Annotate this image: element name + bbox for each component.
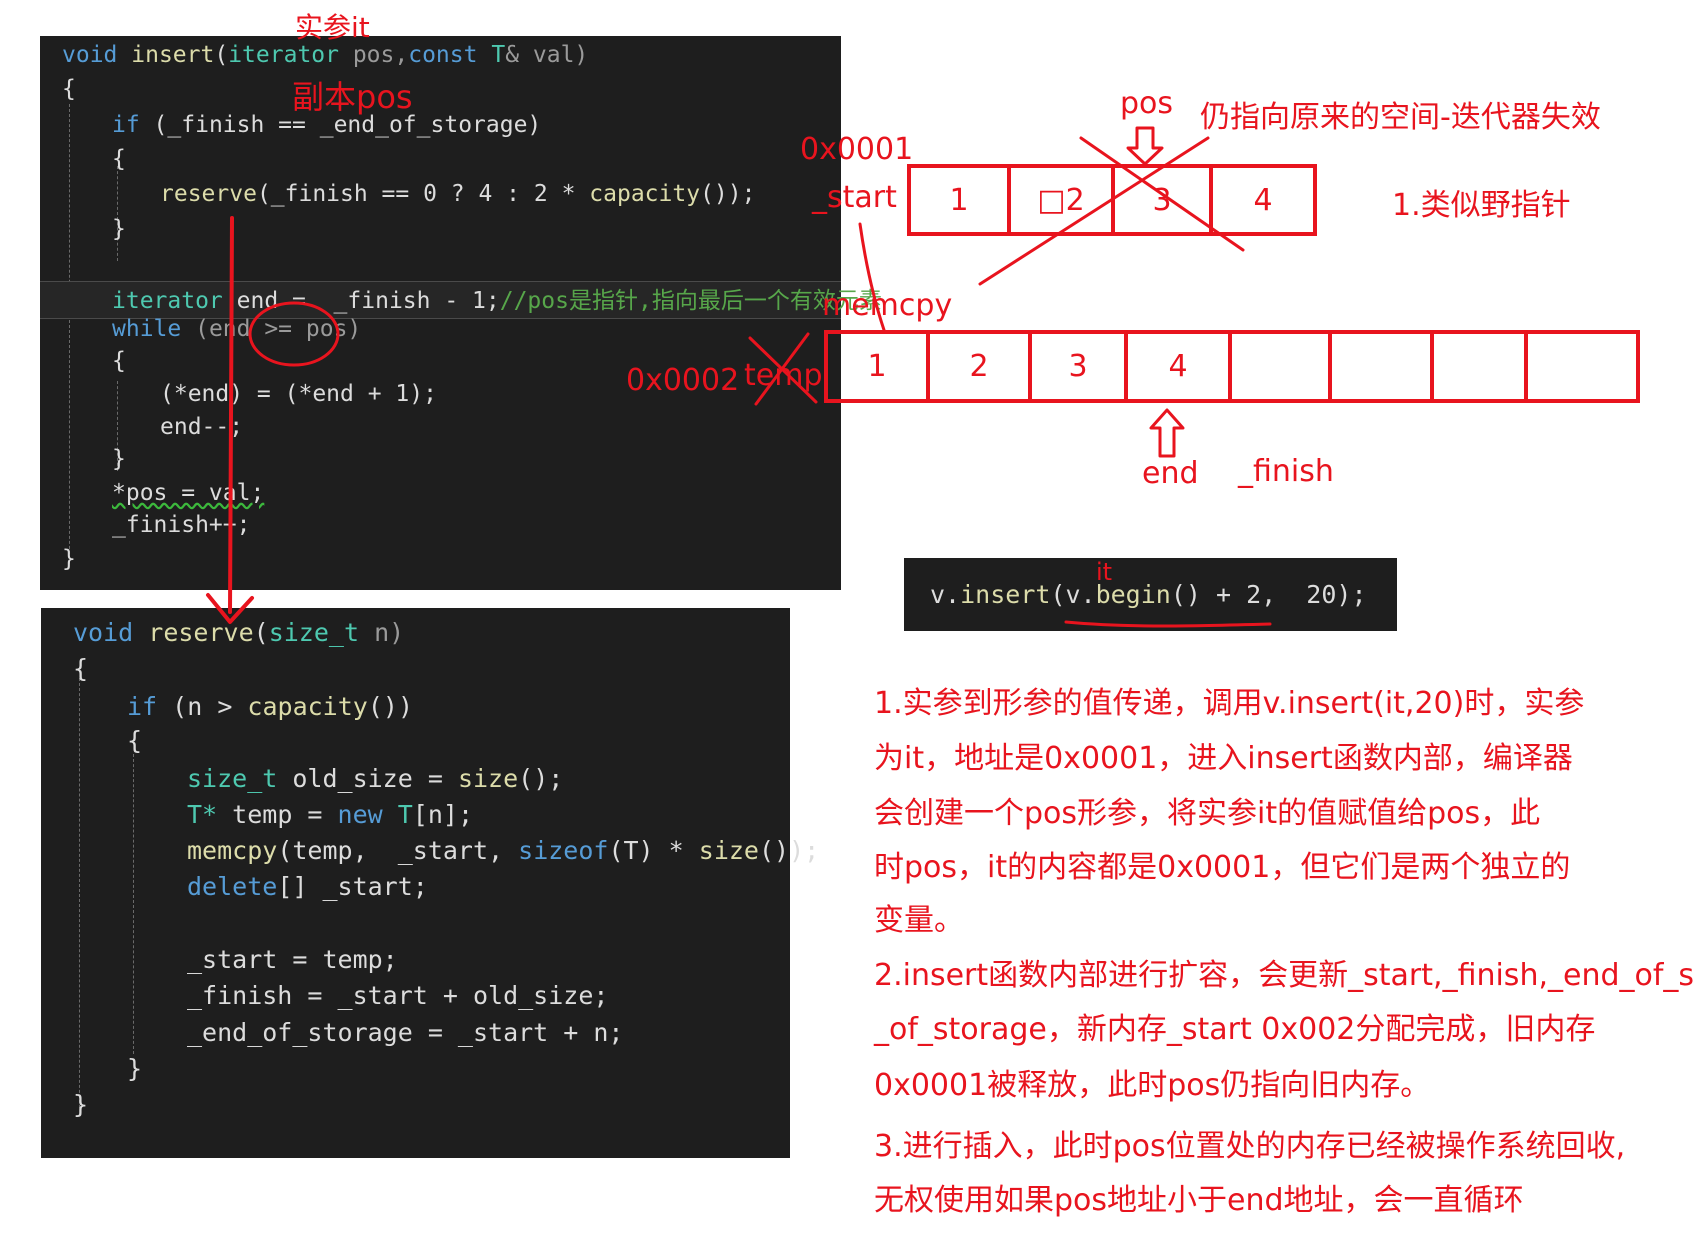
reserve-code-panel: void reserve(size_t n) { if (n > capacit…: [41, 608, 819, 1158]
label-memcpy: memcpy: [822, 288, 953, 323]
note-line: 0x0001被释放，此时pos仍指向旧内存。: [874, 1068, 1431, 1103]
label-finish: _finish: [1238, 454, 1334, 489]
end-arrow: [1149, 408, 1185, 458]
label-pos: pos: [1120, 86, 1174, 121]
insert-brace4: }: [112, 446, 126, 472]
label-temp: temp: [744, 358, 823, 393]
reserve-brace-open: {: [73, 654, 89, 683]
insert-reserve-call: reserve(_finish == 0 ? 4 : 2 * capacity(…: [160, 181, 756, 207]
note-line: 变量。: [874, 903, 964, 938]
reserve-eos-assign: _end_of_storage = _start + n;: [187, 1018, 624, 1047]
new-cell: 3: [1028, 330, 1128, 403]
reserve-finish-assign: _finish = _start + old_size;: [187, 981, 609, 1010]
label-start: _start: [812, 180, 897, 215]
reserve-new-temp: T* temp = new T[n];: [187, 800, 474, 829]
insert-signature: void insert(iterator pos,const T& val): [62, 42, 589, 68]
note-line: 会创建一个pos形参，将实参it的值赋值给pos，此: [874, 796, 1541, 831]
reserve-brace2: }: [127, 1054, 143, 1083]
new-cell: [1524, 330, 1640, 403]
label-end: end: [1142, 456, 1199, 491]
call-line: v.insert(v.begin() + 2, 20);: [930, 580, 1367, 609]
reserve-start-assign: _start = temp;: [187, 945, 398, 974]
insert-finish-inc: _finish++;: [112, 512, 251, 538]
old-cell: 3: [1111, 164, 1213, 236]
note-line: 1.实参到形参的值传递，调用v.insert(it,20)时，实参: [874, 686, 1585, 721]
reserve-delete: delete[] _start;: [187, 872, 428, 901]
reserve-old-size: size_t old_size = size();: [187, 764, 564, 793]
new-cell: [1228, 330, 1332, 403]
note-line: 时pos，it的内容都是0x0001，但它们是两个独立的: [874, 850, 1571, 885]
insert-brace-open: {: [62, 76, 76, 102]
label-wild-pointer: 1.类似野指针: [1392, 188, 1571, 223]
new-cell: [1328, 330, 1434, 403]
insert-assign-line: (*end) = (*end + 1);: [160, 381, 437, 407]
insert-brace1: {: [112, 146, 126, 172]
new-cell: 1: [824, 330, 930, 403]
old-cell: 4: [1209, 164, 1317, 236]
reserve-memcpy: memcpy(temp, _start, sizeof(T) * size())…: [187, 836, 820, 865]
insert-brace-close: }: [62, 546, 76, 572]
label-copy-pos: 副本pos: [292, 78, 413, 116]
new-cell: 2: [926, 330, 1032, 403]
insert-iterator-line: iterator end = _finish - 1;//pos是指针,指向最后…: [112, 288, 882, 314]
note-line: 为it，地址是0x0001，进入insert函数内部，编译器: [874, 741, 1573, 776]
reserve-brace1: {: [127, 726, 143, 755]
insert-while-line: while (end >= pos): [112, 316, 362, 342]
reserve-brace-close: }: [73, 1090, 89, 1119]
note-line: 无权使用如果pos地址小于end地址，会一直循环: [874, 1183, 1524, 1218]
label-addr1: 0x0001: [800, 132, 914, 167]
insert-pos-assign: *pos = val;: [112, 480, 265, 506]
note-line: _of_storage，新内存_start 0x002分配完成，旧内存: [874, 1012, 1596, 1047]
label-it: it: [1096, 558, 1113, 586]
label-actual-it: 实参it: [295, 11, 370, 44]
note-line: 2.insert函数内部进行扩容，会更新_start,_finish,_end_…: [874, 958, 1694, 993]
insert-decrement-line: end--;: [160, 414, 244, 440]
insert-if-line: if (_finish == _end_of_storage): [112, 112, 542, 138]
insert-code-panel: void insert(iterator pos,const T& val) {…: [40, 36, 882, 590]
insert-brace2: }: [112, 216, 126, 242]
old-cell: □2: [1007, 164, 1115, 236]
label-iterator-invalid: 仍指向原来的空间-迭代器失效: [1200, 100, 1601, 135]
new-cell: 4: [1124, 330, 1232, 403]
insert-brace3: {: [112, 348, 126, 374]
reserve-signature: void reserve(size_t n): [73, 618, 405, 647]
reserve-if-line: if (n > capacity()): [127, 692, 413, 721]
old-cell: 1: [907, 164, 1011, 236]
call-code-panel: v.insert(v.begin() + 2, 20);: [904, 558, 1397, 631]
label-addr2: 0x0002: [626, 363, 740, 398]
pos-arrow: [1126, 126, 1164, 166]
note-line: 3.进行插入，此时pos位置处的内存已经被操作系统回收,: [874, 1129, 1626, 1164]
new-cell: [1430, 330, 1528, 403]
